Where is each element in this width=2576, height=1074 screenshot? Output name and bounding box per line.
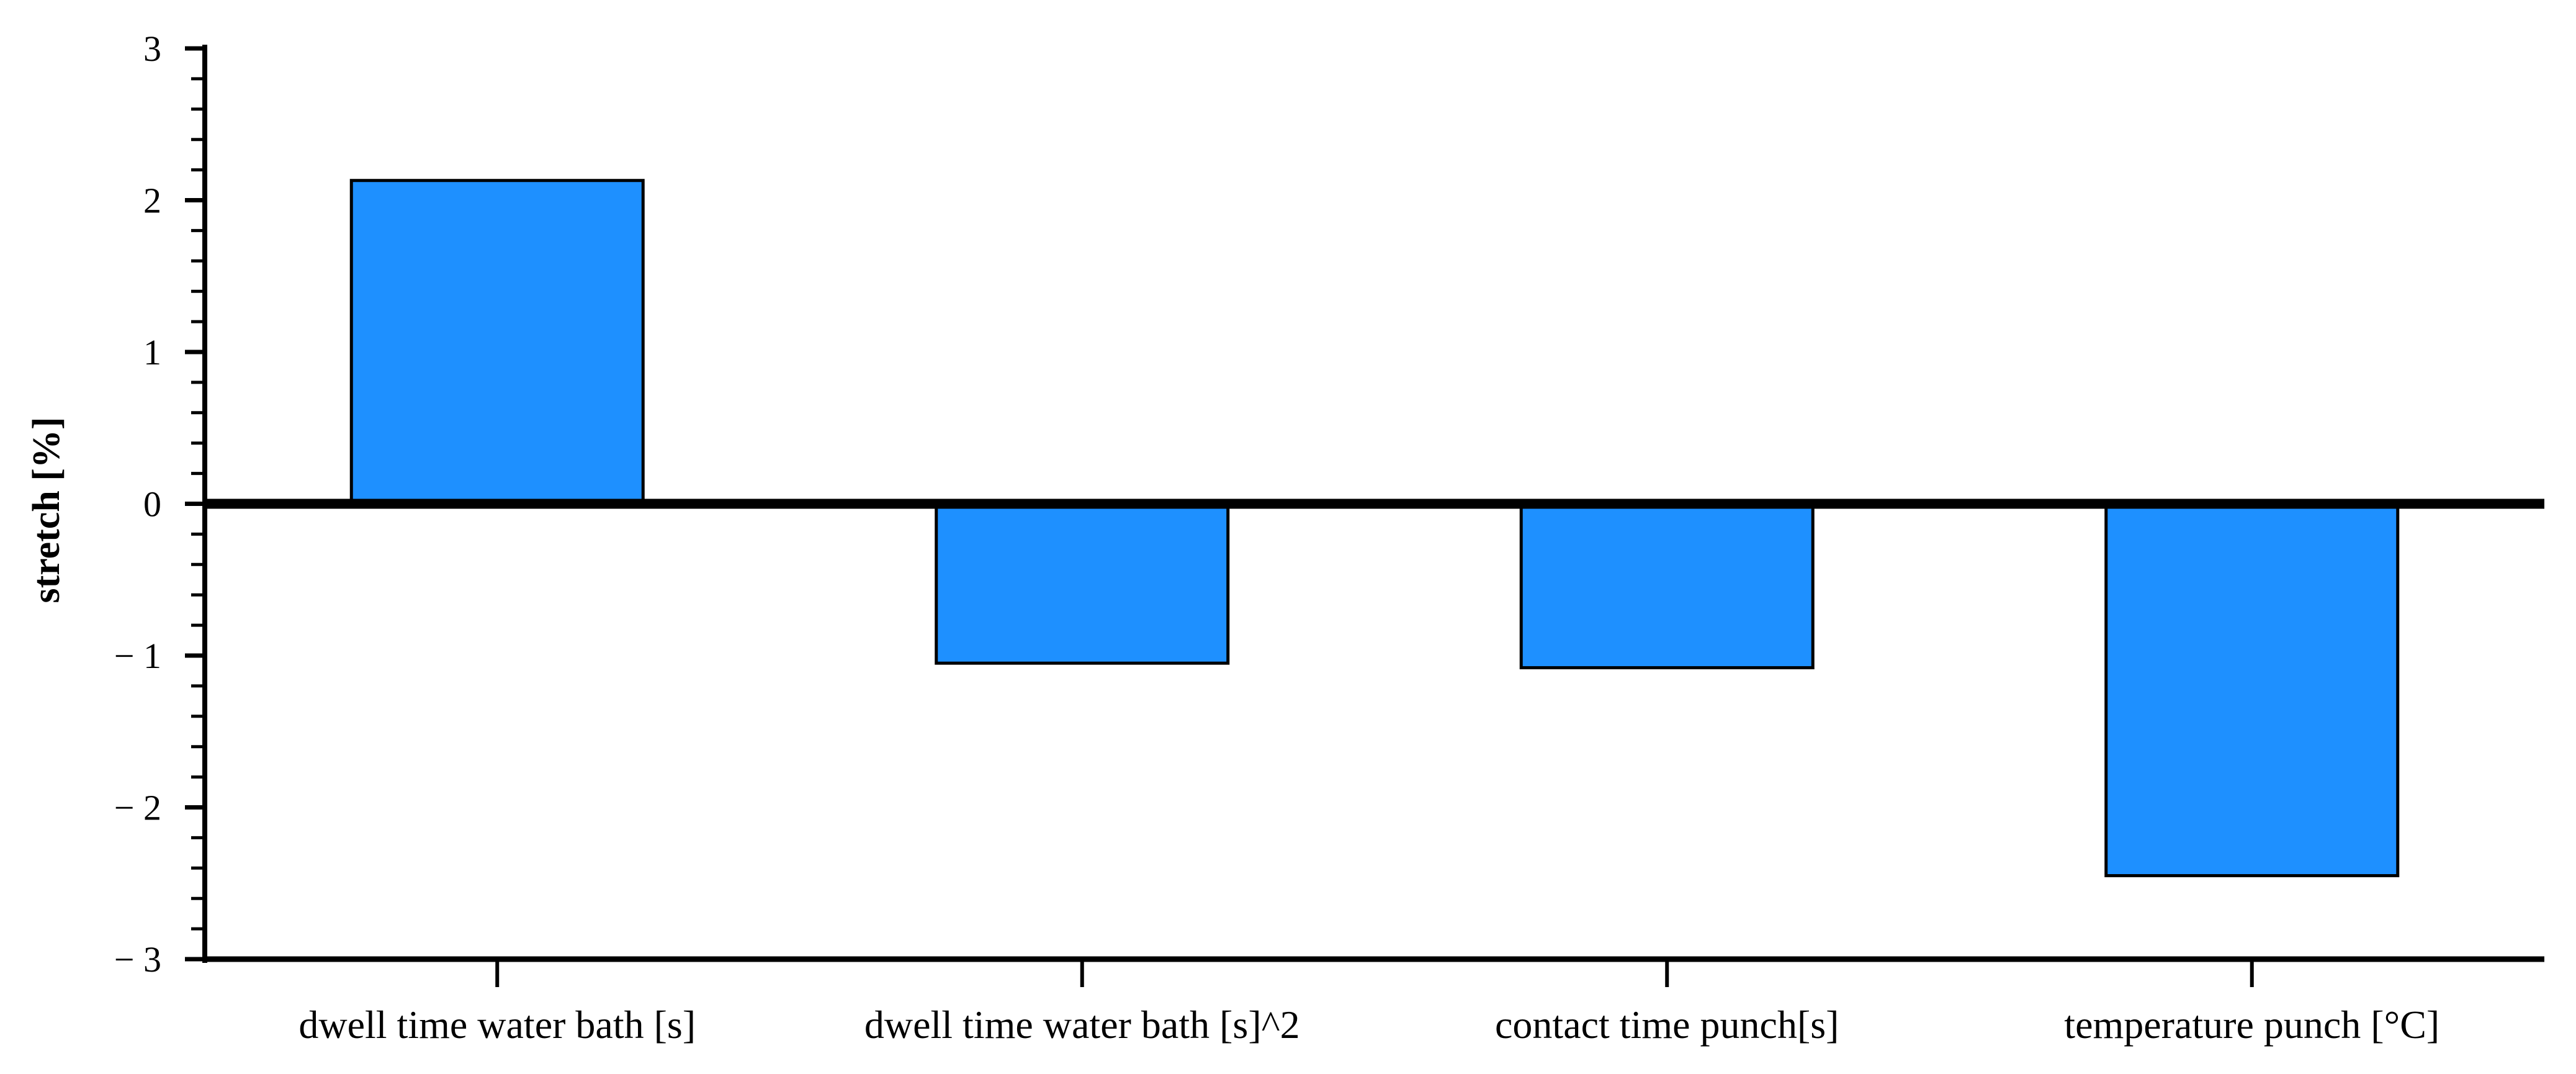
bar-4 bbox=[2104, 502, 2400, 878]
y-tick-label: 0 bbox=[143, 484, 161, 525]
y-tick-label: 1 bbox=[143, 332, 161, 372]
y-tick-label: − 2 bbox=[114, 788, 161, 828]
x-category-label: temperature punch [°C] bbox=[2064, 1003, 2439, 1047]
bar-1 bbox=[349, 179, 645, 505]
y-tick-label: − 1 bbox=[114, 636, 161, 676]
x-category-label: dwell time water bath [s]^2 bbox=[864, 1003, 1300, 1047]
y-tick-label: 3 bbox=[143, 29, 161, 69]
bar-2 bbox=[935, 502, 1230, 665]
y-tick-label: 2 bbox=[143, 181, 161, 221]
y-axis: 3 2 1 0 − 1 − 2 − 3 bbox=[114, 29, 207, 980]
bars-group bbox=[205, 179, 2544, 878]
x-category-label: contact time punch[s] bbox=[1495, 1003, 1839, 1047]
bar-3 bbox=[1519, 502, 1815, 670]
x-axis: dwell time water bath [s] dwell time wate… bbox=[205, 956, 2544, 1047]
x-category-label: dwell time water bath [s] bbox=[298, 1003, 696, 1047]
y-axis-title: stretch [%] bbox=[25, 417, 68, 603]
y-tick-label: − 3 bbox=[114, 939, 161, 980]
